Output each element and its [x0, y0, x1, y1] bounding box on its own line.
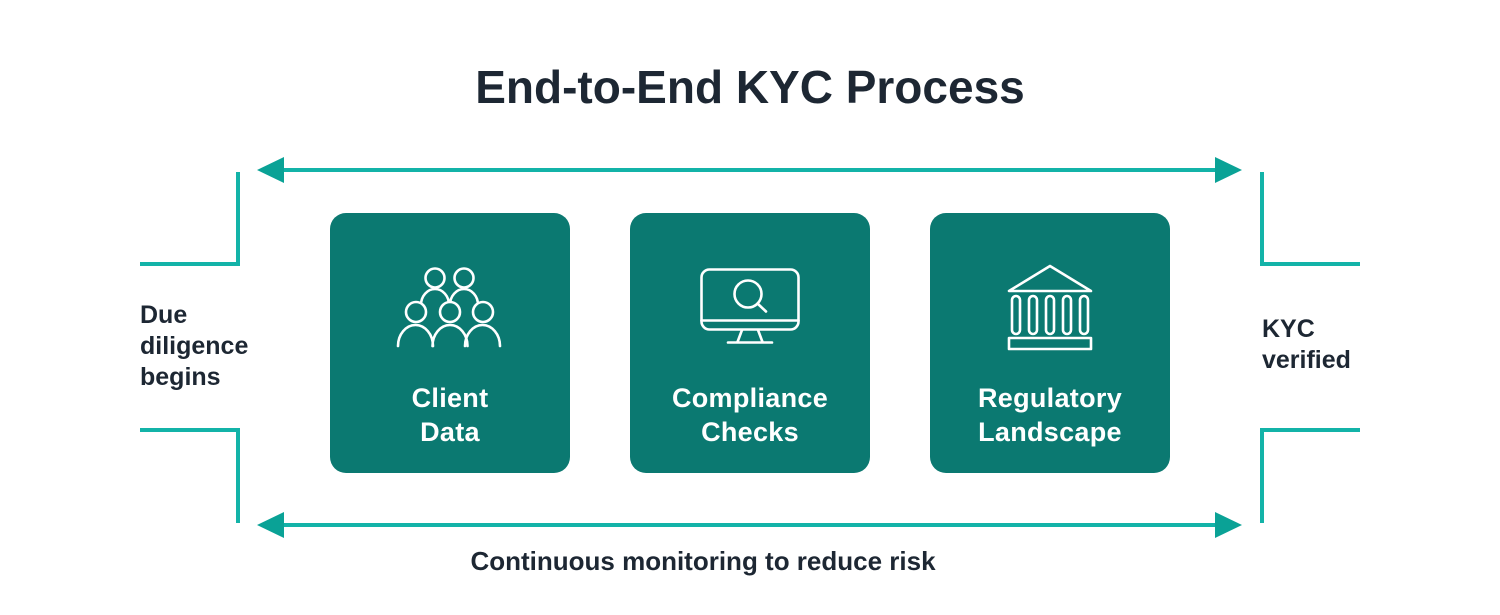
stage-card-compliance-checks: Compliance Checks — [630, 213, 870, 473]
due-diligence-begins-label: Due diligence begins — [140, 301, 249, 391]
top-left-arrowhead — [257, 157, 284, 183]
left-top-bracket — [140, 172, 240, 266]
stage-label-regulatory-landscape: Regulatory Landscape — [977, 383, 1123, 447]
right-top-bracket — [1260, 172, 1360, 266]
left-bottom-bracket — [140, 428, 240, 523]
kyc-verified-label: KYC verified — [1262, 315, 1351, 374]
stage-label-compliance-checks: Compliance Checks — [671, 383, 829, 447]
continuous-monitoring-caption: Continuous monitoring to reduce risk — [470, 546, 936, 576]
people-group-icon — [396, 261, 503, 353]
stage-label-client-data: Client Data — [411, 383, 489, 447]
monitor-search-icon — [700, 261, 800, 353]
bottom-left-arrowhead — [257, 512, 284, 538]
stage-card-regulatory-landscape: Regulatory Landscape — [930, 213, 1170, 473]
top-right-arrowhead — [1215, 157, 1242, 183]
stage-card-client-data: Client Data — [330, 213, 570, 473]
right-bottom-bracket — [1260, 428, 1360, 523]
bottom-right-arrowhead — [1215, 512, 1242, 538]
bank-building-icon — [1007, 261, 1093, 353]
page-title: End-to-End KYC Process — [475, 61, 1025, 113]
